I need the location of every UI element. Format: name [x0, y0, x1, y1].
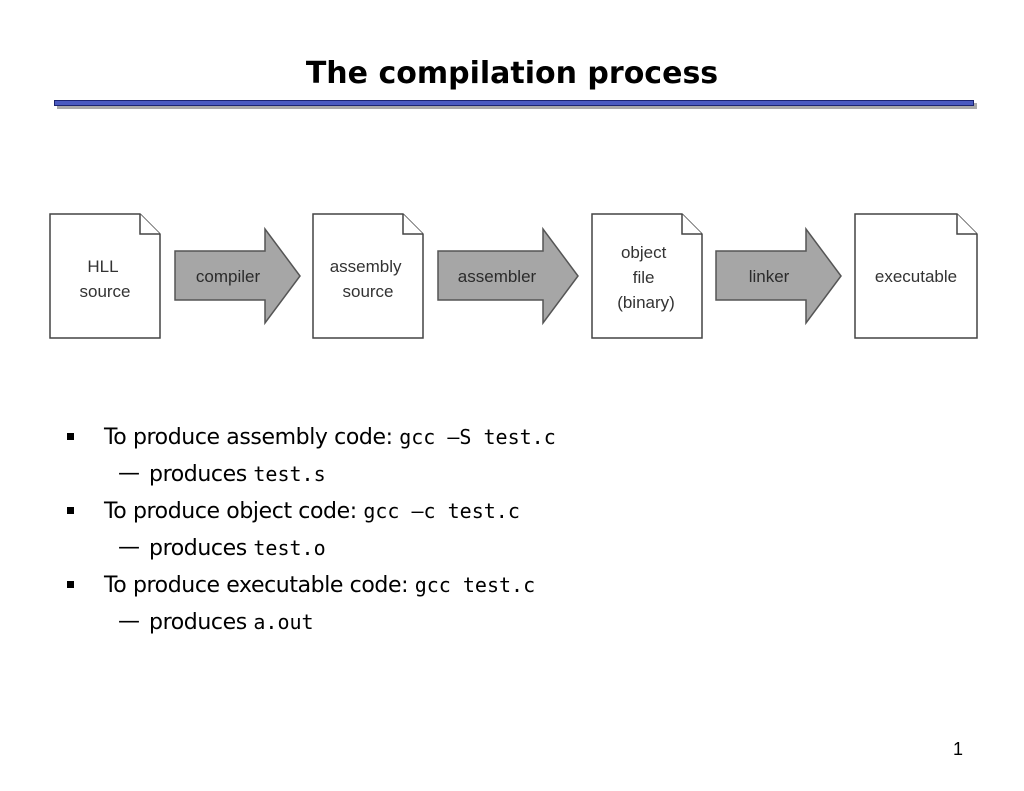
sub-bullet-code: test.o: [253, 536, 326, 560]
bullet-item: To produce object code: gcc –c test.c: [104, 496, 520, 527]
doc-node-hll-source: HLL source: [49, 213, 161, 339]
sub-bullet-text: produces: [149, 610, 254, 635]
arrow-compiler: compiler: [174, 226, 301, 326]
doc-node-object-file: object file (binary): [591, 213, 703, 339]
sub-bullet-item: produces a.out: [149, 607, 314, 638]
bullet-item: To produce executable code: gcc test.c: [104, 570, 535, 601]
arrow-label-assembler: assembler: [458, 267, 537, 286]
sub-bullet-dash: —: [118, 609, 140, 634]
square-bullet-icon: [67, 507, 74, 514]
node-label-assembly-source: assembly source: [330, 257, 407, 301]
sub-bullet-code: test.s: [253, 462, 326, 486]
bullet-item: To produce assembly code: gcc –S test.c: [104, 422, 556, 453]
node-label-executable: executable: [875, 267, 957, 286]
sub-bullet-item: produces test.s: [149, 459, 326, 490]
square-bullet-icon: [67, 433, 74, 440]
doc-node-executable: executable: [854, 213, 978, 339]
bullet-text: To produce object code:: [104, 499, 364, 524]
page-number: 1: [952, 739, 963, 759]
bullet-text: To produce assembly code:: [104, 425, 400, 450]
sub-bullet-text: produces: [149, 536, 254, 561]
bullet-code: gcc –c test.c: [363, 499, 520, 523]
arrow-linker: linker: [715, 226, 842, 326]
arrow-assembler: assembler: [437, 226, 579, 326]
node-label-hll-source: HLL source: [79, 257, 130, 301]
doc-node-assembly-source: assembly source: [312, 213, 424, 339]
arrow-label-linker: linker: [749, 267, 790, 286]
slide-title: The compilation process: [305, 56, 719, 91]
bullet-code: gcc test.c: [414, 573, 536, 597]
sub-bullet-text: produces: [149, 462, 254, 487]
bullet-text: To produce executable code:: [104, 573, 415, 598]
arrow-label-compiler: compiler: [196, 267, 261, 286]
square-bullet-icon: [67, 581, 74, 588]
sub-bullet-dash: —: [118, 461, 140, 486]
sub-bullet-code: a.out: [253, 610, 314, 634]
title-rule: [54, 100, 974, 106]
sub-bullet-dash: —: [118, 535, 140, 560]
bullet-code: gcc –S test.c: [399, 425, 556, 449]
node-label-object-file: object file (binary): [617, 243, 675, 312]
sub-bullet-item: produces test.o: [149, 533, 326, 564]
